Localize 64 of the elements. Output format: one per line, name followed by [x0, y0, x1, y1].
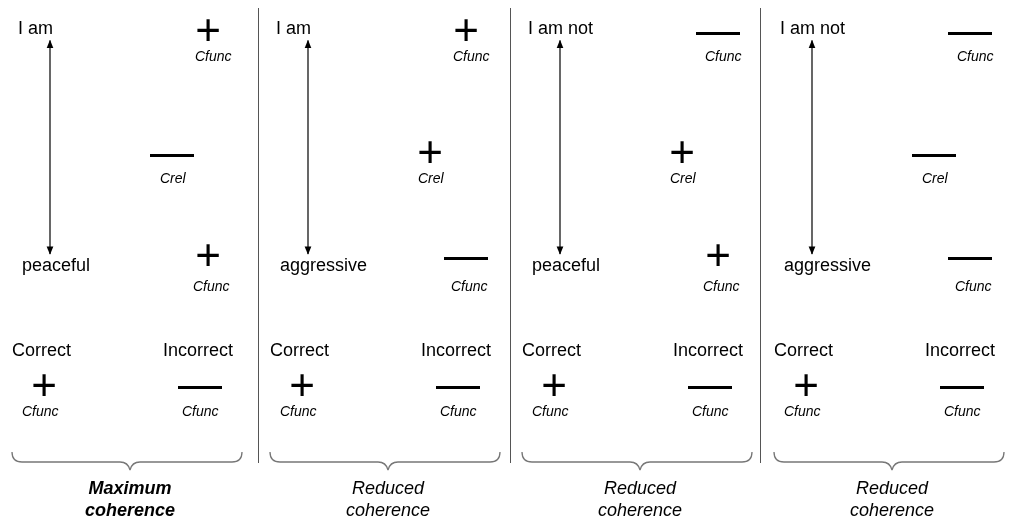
phrase-text: I am	[276, 18, 311, 40]
double-arrow	[304, 39, 312, 255]
caption: Maximum coherence	[83, 478, 176, 522]
term-label: Cfunc	[784, 403, 821, 420]
term-label: Cfunc	[182, 403, 219, 420]
term-label: Crel	[922, 170, 948, 187]
sign-symbol: +	[541, 367, 567, 403]
column-heading: Correct	[12, 340, 71, 362]
term-label: Cfunc	[195, 48, 232, 65]
caption: Reduced coherence	[596, 478, 684, 522]
term-label: Cfunc	[22, 403, 59, 420]
term-label: Crel	[670, 170, 696, 187]
double-arrow	[556, 39, 564, 255]
caption: Reduced coherence	[344, 478, 432, 522]
sign-symbol: —	[178, 366, 222, 402]
column-heading: Incorrect	[163, 340, 234, 362]
sign-symbol: —	[912, 134, 956, 170]
sign-symbol: +	[705, 237, 731, 273]
term-label: Cfunc	[532, 403, 569, 420]
phrase-text: I am not	[528, 18, 594, 40]
phrase-text: I am not	[780, 18, 846, 40]
sign-symbol: +	[289, 367, 315, 403]
term-label: Cfunc	[705, 48, 742, 65]
double-arrow	[46, 39, 54, 255]
term-label: Cfunc	[440, 403, 477, 420]
sign-symbol: +	[195, 237, 221, 273]
sign-symbol: —	[688, 366, 732, 402]
phrase-text: peaceful	[22, 255, 91, 277]
double-arrow	[808, 39, 816, 255]
column-heading: Correct	[522, 340, 581, 362]
term-label: Cfunc	[955, 278, 992, 295]
sign-symbol: —	[948, 237, 992, 273]
sign-symbol: —	[696, 12, 740, 48]
column-heading: Correct	[774, 340, 833, 362]
sign-symbol: —	[940, 366, 984, 402]
caption: Reduced coherence	[848, 478, 936, 522]
phrase-text: aggressive	[280, 255, 368, 277]
phrase-text: I am	[18, 18, 53, 40]
sign-symbol: +	[31, 367, 57, 403]
phrase-text: aggressive	[784, 255, 872, 277]
term-label: Cfunc	[703, 278, 740, 295]
column-heading: Correct	[270, 340, 329, 362]
term-label: Cfunc	[453, 48, 490, 65]
phrase-text: peaceful	[532, 255, 601, 277]
term-label: Crel	[418, 170, 444, 187]
sign-symbol: +	[793, 367, 819, 403]
sign-symbol: —	[948, 12, 992, 48]
sign-symbol: +	[195, 12, 221, 48]
sign-symbol: —	[436, 366, 480, 402]
term-label: Cfunc	[957, 48, 994, 65]
column-heading: Incorrect	[925, 340, 996, 362]
column-heading: Incorrect	[421, 340, 492, 362]
sign-symbol: +	[417, 134, 443, 170]
term-label: Cfunc	[944, 403, 981, 420]
term-label: Cfunc	[451, 278, 488, 295]
column-heading: Incorrect	[673, 340, 744, 362]
sign-symbol: —	[150, 134, 194, 170]
term-label: Cfunc	[692, 403, 729, 420]
term-label: Cfunc	[280, 403, 317, 420]
sign-symbol: —	[444, 237, 488, 273]
term-label: Crel	[160, 170, 186, 187]
sign-symbol: +	[453, 12, 479, 48]
sign-symbol: +	[669, 134, 695, 170]
term-label: Cfunc	[193, 278, 230, 295]
